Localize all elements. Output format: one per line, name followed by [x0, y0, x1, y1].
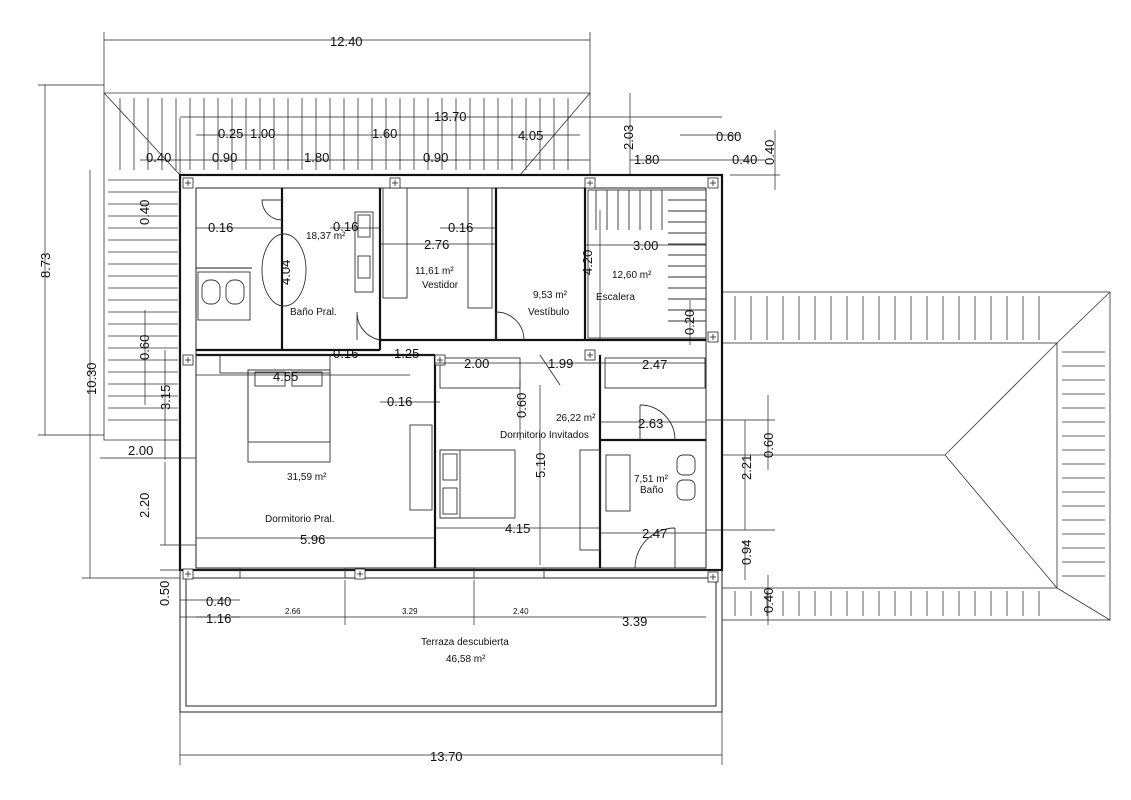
- column-mark: [182, 568, 194, 580]
- column-mark: [182, 354, 194, 366]
- column-mark: [707, 571, 719, 583]
- dim-180-b: 1.80: [634, 152, 659, 167]
- dim-405: 4.05: [518, 128, 543, 143]
- room-area-bano: 7,51 m²: [634, 474, 669, 485]
- dim-090-b: 0.90: [423, 150, 448, 165]
- dim-263: 2.63: [638, 416, 663, 431]
- dim-203: 2.03: [621, 125, 636, 150]
- room-name-dormitorio-invitados: Dormitorio Invitados: [500, 430, 589, 441]
- dim-404: 4.04: [278, 260, 293, 285]
- dim-420: 4.20: [580, 250, 595, 275]
- dim-top-total: 12.40: [330, 34, 363, 49]
- room-area-bano-pral: 18,37 m²: [306, 231, 346, 242]
- dim-510: 5.10: [533, 453, 548, 478]
- dim-125: 1.25: [394, 346, 419, 361]
- dim-094: 0.94: [739, 540, 754, 565]
- dim-040-vl: 0.40: [137, 200, 152, 225]
- column-mark: [354, 568, 366, 580]
- room-area-vestidor: 11,61 m²: [415, 266, 454, 277]
- column-mark: [584, 349, 596, 361]
- dim-025: 0.25: [218, 126, 243, 141]
- dim-329: 3.29: [402, 607, 418, 616]
- dim-016-c: 0.16: [448, 220, 473, 235]
- dim-160: 1.60: [372, 126, 397, 141]
- dim-220: 2.20: [137, 493, 152, 518]
- dim-060-top: 0.60: [716, 129, 741, 144]
- dim-left-total: 10.30: [84, 362, 99, 395]
- terrace: [179, 567, 723, 713]
- dimension-labels: 12.40 13.70 13.70 8.73 10.30 0.25 1.00 1…: [38, 34, 777, 764]
- doors: [261, 199, 676, 569]
- furniture: [197, 187, 707, 551]
- dim-040-tr: 0.40: [732, 152, 757, 167]
- room-area-terraza: 46,58 m²: [446, 654, 486, 665]
- dim-050: 0.50: [157, 581, 172, 606]
- dim-060-m: 0.60: [514, 393, 529, 418]
- room-area-vestibulo: 9,53 m²: [533, 290, 568, 301]
- dim-060-r: 0.60: [761, 433, 776, 458]
- dim-247-a: 2.47: [642, 357, 667, 372]
- dim-040-tl: 0.40: [146, 150, 171, 165]
- dim-100: 1.00: [250, 126, 275, 141]
- room-name-dormitorio-pral: Dormitorio Pral.: [265, 514, 334, 525]
- room-name-vestidor: Vestidor: [422, 280, 459, 291]
- column-mark: [707, 177, 719, 189]
- roof-right: [721, 291, 1111, 621]
- dim-180-a: 1.80: [304, 150, 329, 165]
- dim-276: 2.76: [424, 237, 449, 252]
- room-name-bano-pral: Baño Pral.: [290, 307, 337, 318]
- dim-200-a: 2.00: [464, 356, 489, 371]
- dim-221: 2.21: [739, 455, 754, 480]
- column-mark: [707, 331, 719, 343]
- column-marks: [182, 177, 719, 583]
- column-mark: [389, 177, 401, 189]
- room-name-terraza: Terraza descubierta: [421, 637, 509, 648]
- room-name-vestibulo: Vestíbulo: [528, 307, 570, 318]
- dim-016-a: 0.16: [208, 220, 233, 235]
- dim-415: 4.15: [505, 521, 530, 536]
- dim-200-b: 2.00: [128, 443, 153, 458]
- dim-455: 4.55: [273, 369, 298, 384]
- dim-roof-width: 13.70: [434, 109, 467, 124]
- dim-060-l: 0.60: [137, 335, 152, 360]
- dimension-lines: [38, 32, 780, 765]
- column-mark: [182, 177, 194, 189]
- room-labels: Baño Pral. 18,37 m² Vestidor 11,61 m² Ve…: [265, 231, 669, 665]
- room-area-escalera: 12,60 m²: [612, 270, 652, 281]
- dim-116: 1.16: [206, 611, 231, 626]
- column-mark: [584, 177, 596, 189]
- column-mark: [434, 354, 446, 366]
- dim-016-d: 0.16: [333, 346, 358, 361]
- dim-left-height: 8.73: [38, 253, 53, 278]
- dim-016-b: 0.16: [333, 219, 358, 234]
- dim-596: 5.96: [300, 532, 325, 547]
- room-area-dormitorio-pral: 31,59 m²: [287, 472, 327, 483]
- roof-main: [103, 92, 591, 441]
- dim-040-br: 0.40: [761, 588, 776, 613]
- room-name-escalera: Escalera: [596, 292, 635, 303]
- dim-040-vr: 0.40: [762, 140, 777, 165]
- dim-339: 3.39: [622, 614, 647, 629]
- dim-020: 0.20: [682, 310, 697, 335]
- dim-240: 2.40: [513, 607, 529, 616]
- dim-bottom-total: 13.70: [430, 749, 463, 764]
- dim-300: 3.00: [633, 238, 658, 253]
- room-name-bano: Baño: [640, 485, 664, 496]
- dim-199: 1.99: [548, 356, 573, 371]
- dim-315: 3.15: [158, 385, 173, 410]
- dim-016-e: 0.16: [387, 394, 412, 409]
- dim-247-b: 2.47: [642, 526, 667, 541]
- dim-040-b: 0.40: [206, 594, 231, 609]
- dim-266: 2.66: [285, 607, 301, 616]
- dim-090-a: 0.90: [212, 150, 237, 165]
- room-area-dormitorio-invitados: 26,22 m²: [556, 413, 596, 424]
